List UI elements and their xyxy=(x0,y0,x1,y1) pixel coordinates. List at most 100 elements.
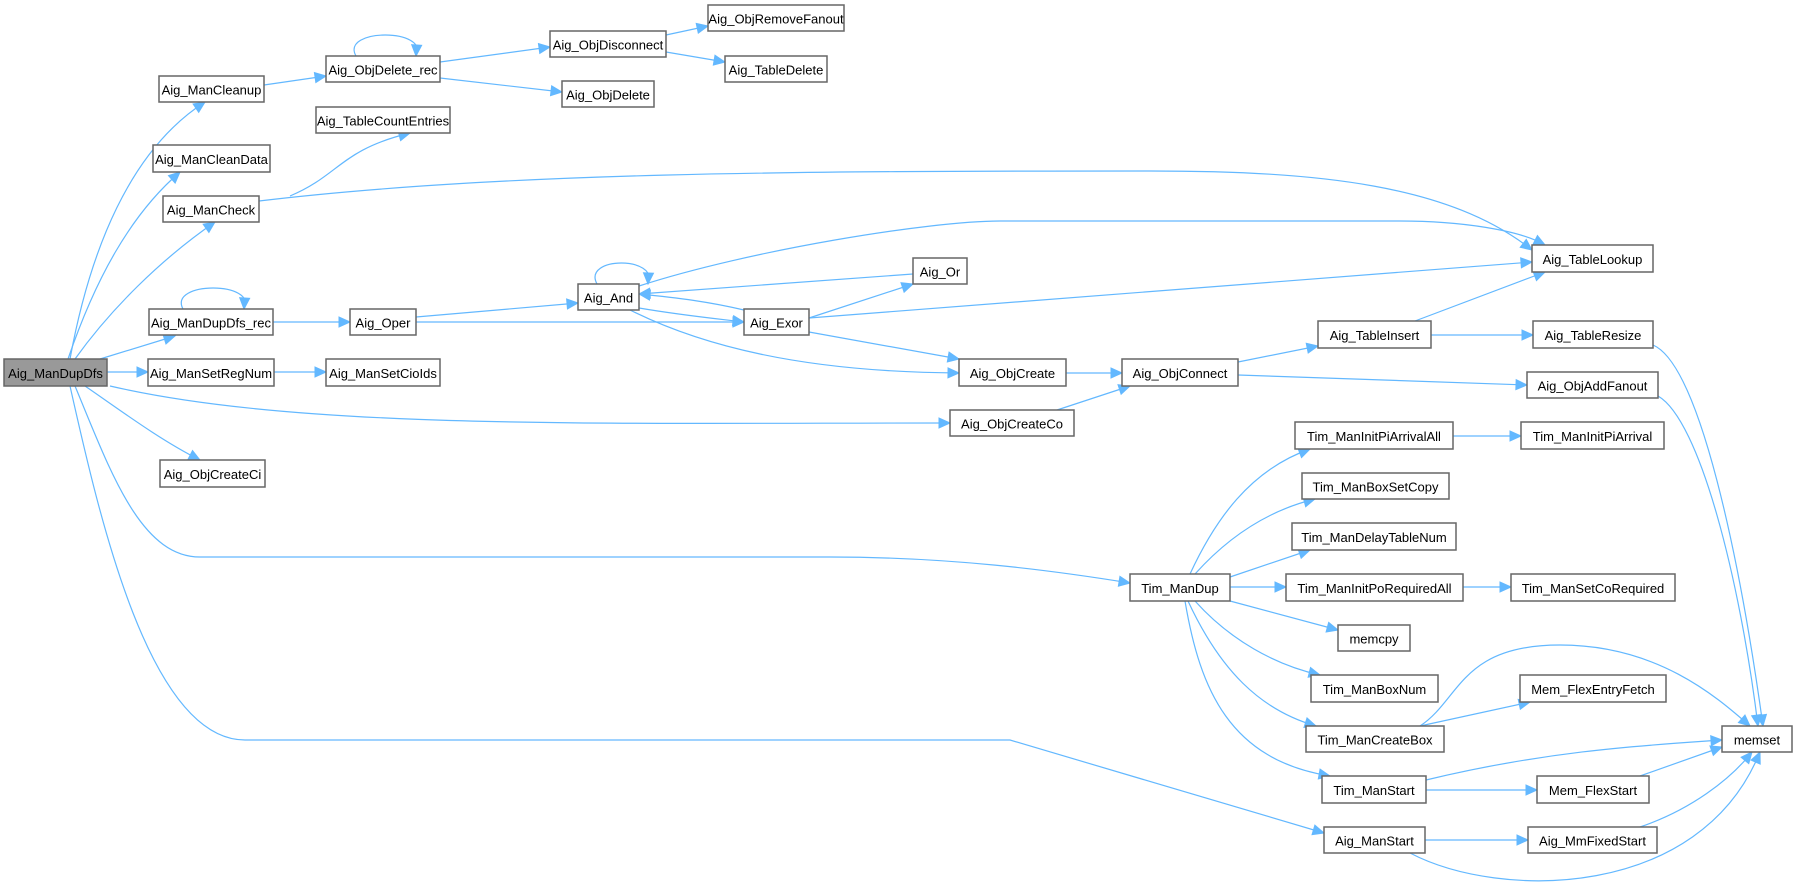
node-Tim_ManBoxSetCopy[interactable]: Tim_ManBoxSetCopy xyxy=(1301,472,1450,500)
node-box xyxy=(1510,573,1676,602)
edge-line xyxy=(1187,600,1317,727)
edge-Aig_ObjConnect-to-Aig_ObjAddFanout xyxy=(1237,374,1529,391)
edge-line xyxy=(808,261,1533,319)
node-label: memset xyxy=(1734,733,1781,748)
node-label: Aig_ObjCreate xyxy=(970,366,1055,381)
node-box xyxy=(1305,725,1445,753)
node-Aig_ObjDelete_rec[interactable]: Aig_ObjDelete_rec xyxy=(325,55,441,83)
node-Aig_ManCleanData[interactable]: Aig_ManCleanData xyxy=(152,144,271,173)
node-Aig_ManDupDfs[interactable]: Aig_ManDupDfs xyxy=(3,358,108,387)
node-Tim_ManStart[interactable]: Tim_ManStart xyxy=(1321,775,1427,804)
node-box xyxy=(707,4,845,32)
node-box xyxy=(958,358,1067,387)
arrowhead-icon xyxy=(167,171,181,184)
edge-Tim_ManDup-to-memcpy xyxy=(1229,600,1340,633)
node-Aig_TableResize[interactable]: Aig_TableResize xyxy=(1532,320,1654,349)
node-box xyxy=(724,55,828,83)
edge-line xyxy=(439,46,551,63)
node-Aig_ObjCreateCi[interactable]: Aig_ObjCreateCi xyxy=(159,459,266,488)
node-label: Aig_ManCleanup xyxy=(162,83,262,98)
edge-line xyxy=(1657,395,1759,727)
edge-Aig_ManCheck-to-Aig_TableCountEntries xyxy=(289,130,412,197)
node-Tim_ManInitPiArrival[interactable]: Tim_ManInitPiArrival xyxy=(1520,421,1665,450)
node-label: Tim_ManDelayTableNum xyxy=(1301,530,1446,545)
arrowhead-icon xyxy=(1516,834,1530,846)
node-label: Aig_ObjAddFanout xyxy=(1538,379,1648,394)
node-Aig_ObjCreateCo[interactable]: Aig_ObjCreateCo xyxy=(949,409,1075,437)
node-Aig_ManSetRegNum[interactable]: Aig_ManSetRegNum xyxy=(147,358,275,387)
node-Aig_Or[interactable]: Aig_Or xyxy=(912,257,968,285)
edge-Aig_ObjDisconnect-to-Aig_TableDelete xyxy=(665,51,727,66)
arrowhead-icon xyxy=(136,366,150,378)
edge-line xyxy=(1425,739,1723,781)
node-Tim_ManBoxNum[interactable]: Tim_ManBoxNum xyxy=(1310,674,1439,703)
arrowhead-icon xyxy=(1499,581,1513,593)
node-label: Tim_ManCreateBox xyxy=(1317,733,1433,748)
node-Aig_MmFixedStart[interactable]: Aig_MmFixedStart xyxy=(1527,826,1658,854)
node-Aig_ObjConnect[interactable]: Aig_ObjConnect xyxy=(1121,358,1239,387)
edge-Mem_FlexStart-to-memset xyxy=(1639,745,1724,777)
nodes-layer: Aig_ManDupDfs Aig_ManCleanupAig_ManCleanD… xyxy=(3,4,1793,854)
edge-line xyxy=(1194,498,1316,575)
edge-Tim_ManDup-to-Tim_ManCreateBox xyxy=(1187,600,1318,729)
node-Aig_Oper[interactable]: Aig_Oper xyxy=(349,308,417,336)
arrowhead-icon xyxy=(1117,575,1132,587)
node-Aig_ObjCreate[interactable]: Aig_ObjCreate xyxy=(958,358,1067,387)
node-memcpy[interactable]: memcpy xyxy=(1337,624,1411,652)
node-Tim_ManInitPoRequiredAll[interactable]: Tim_ManInitPoRequiredAll xyxy=(1285,573,1464,602)
node-box xyxy=(1129,573,1231,602)
edge-line xyxy=(638,293,745,311)
arrowhead-icon xyxy=(695,22,710,35)
node-Mem_FlexStart[interactable]: Mem_FlexStart xyxy=(1536,775,1650,804)
node-Aig_Exor[interactable]: Aig_Exor xyxy=(743,308,810,336)
node-memset[interactable]: memset xyxy=(1721,725,1793,753)
node-label: Aig_ObjRemoveFanout xyxy=(708,12,844,27)
node-box xyxy=(1291,522,1457,551)
edge-Aig_ManDupDfs-to-Aig_ManStart xyxy=(69,385,1326,836)
arrowhead-icon xyxy=(1737,714,1751,727)
node-label: Tim_ManDup xyxy=(1141,581,1219,596)
node-Aig_ObjDisconnect[interactable]: Aig_ObjDisconnect xyxy=(549,30,667,58)
node-Aig_TableLookup[interactable]: Aig_TableLookup xyxy=(1531,244,1654,273)
edge-line xyxy=(629,309,960,374)
node-Aig_TableDelete[interactable]: Aig_TableDelete xyxy=(724,55,828,83)
node-Mem_FlexEntryFetch[interactable]: Mem_FlexEntryFetch xyxy=(1519,674,1667,703)
edge-line xyxy=(1419,644,1751,727)
node-box xyxy=(3,358,108,387)
node-Aig_ManDupDfs_rec[interactable]: Aig_ManDupDfs_rec xyxy=(148,308,274,336)
edge-line xyxy=(258,170,1533,251)
edge-Aig_ManDupDfs-to-Aig_ManCheck xyxy=(74,221,216,360)
node-label: Mem_FlexStart xyxy=(1549,783,1638,798)
edge-line xyxy=(638,273,914,295)
node-label: Aig_ObjCreateCo xyxy=(961,417,1063,432)
edge-Aig_Or-to-Aig_And xyxy=(637,273,914,299)
node-Tim_ManDup[interactable]: Tim_ManDup xyxy=(1129,573,1231,602)
node-Aig_And[interactable]: Aig_And xyxy=(577,283,640,311)
node-Aig_ObjAddFanout[interactable]: Aig_ObjAddFanout xyxy=(1526,371,1659,399)
node-box xyxy=(1121,358,1239,387)
edge-Aig_Exor-to-Aig_Or xyxy=(808,282,915,319)
node-box xyxy=(549,30,667,58)
node-box xyxy=(1310,674,1439,703)
node-Tim_ManDelayTableNum[interactable]: Tim_ManDelayTableNum xyxy=(1291,522,1457,551)
node-box xyxy=(1323,826,1426,854)
node-Aig_ManSetCioIds[interactable]: Aig_ManSetCioIds xyxy=(325,358,441,387)
node-Aig_ObjDelete[interactable]: Aig_ObjDelete xyxy=(561,80,655,108)
node-Tim_ManInitPiArrivalAll[interactable]: Tim_ManInitPiArrivalAll xyxy=(1294,421,1454,450)
node-Aig_TableCountEntries[interactable]: Aig_TableCountEntries xyxy=(315,106,451,134)
node-Aig_ManCleanup[interactable]: Aig_ManCleanup xyxy=(158,75,265,103)
node-Aig_ObjRemoveFanout[interactable]: Aig_ObjRemoveFanout xyxy=(707,4,845,32)
node-box xyxy=(1721,725,1793,753)
node-Aig_ManStart[interactable]: Aig_ManStart xyxy=(1323,826,1426,854)
node-label: Aig_ManCleanData xyxy=(155,152,269,167)
node-box xyxy=(561,80,655,108)
node-Aig_ManCheck[interactable]: Aig_ManCheck xyxy=(162,195,260,223)
arrowhead-icon xyxy=(549,84,564,97)
node-Aig_TableInsert[interactable]: Aig_TableInsert xyxy=(1317,320,1432,349)
arrowhead-icon xyxy=(162,333,177,345)
node-Tim_ManCreateBox[interactable]: Tim_ManCreateBox xyxy=(1305,725,1445,753)
node-box xyxy=(1337,624,1411,652)
node-label: Aig_ManSetRegNum xyxy=(150,366,272,381)
node-Tim_ManSetCoRequired[interactable]: Tim_ManSetCoRequired xyxy=(1510,573,1676,602)
